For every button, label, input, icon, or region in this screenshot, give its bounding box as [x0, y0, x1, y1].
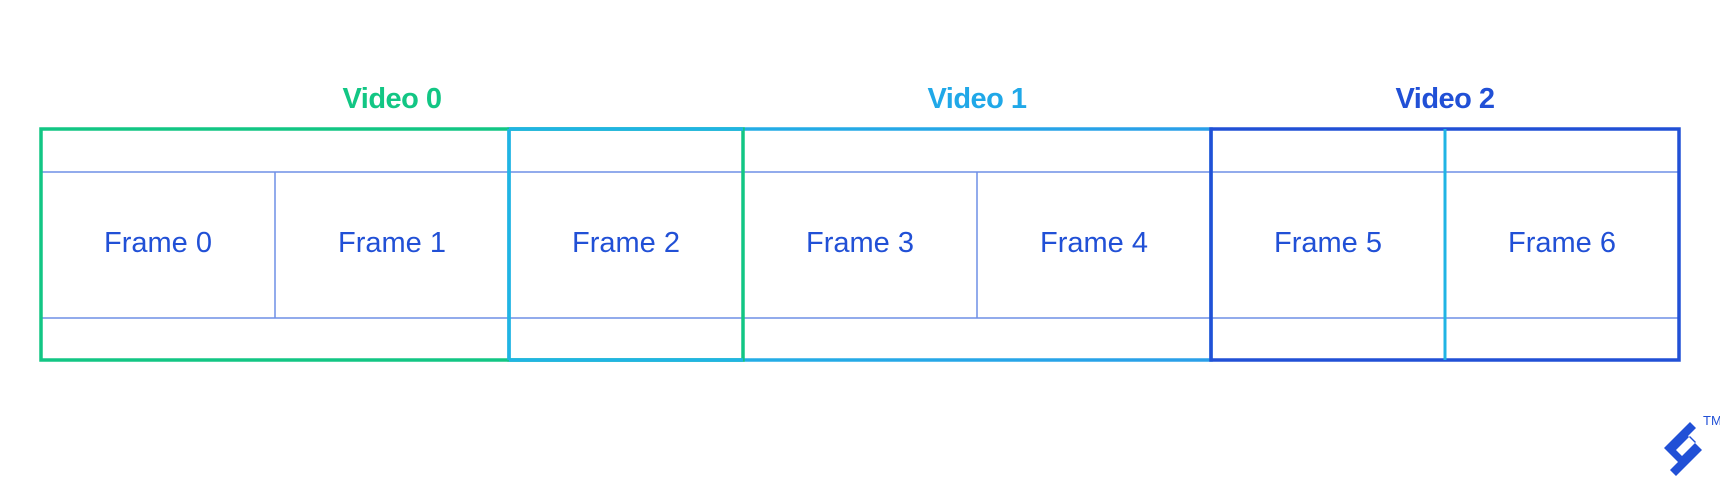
- video-label-1: Video 1: [927, 83, 1027, 115]
- frame-label-3: Frame 3: [806, 227, 914, 259]
- frame-label-6: Frame 6: [1508, 227, 1616, 259]
- video-label-0: Video 0: [342, 83, 442, 115]
- frame-label-1: Frame 1: [338, 227, 446, 259]
- video-box-0: [39, 127, 745, 362]
- trademark-label: TM: [1703, 413, 1720, 428]
- video-label-2: Video 2: [1395, 83, 1495, 115]
- frame-label-4: Frame 4: [1040, 227, 1148, 259]
- brand-logo-icon: [1664, 422, 1702, 476]
- frame-label-5: Frame 5: [1274, 227, 1382, 259]
- frame-label-2: Frame 2: [572, 227, 680, 259]
- frame-label-0: Frame 0: [104, 227, 212, 259]
